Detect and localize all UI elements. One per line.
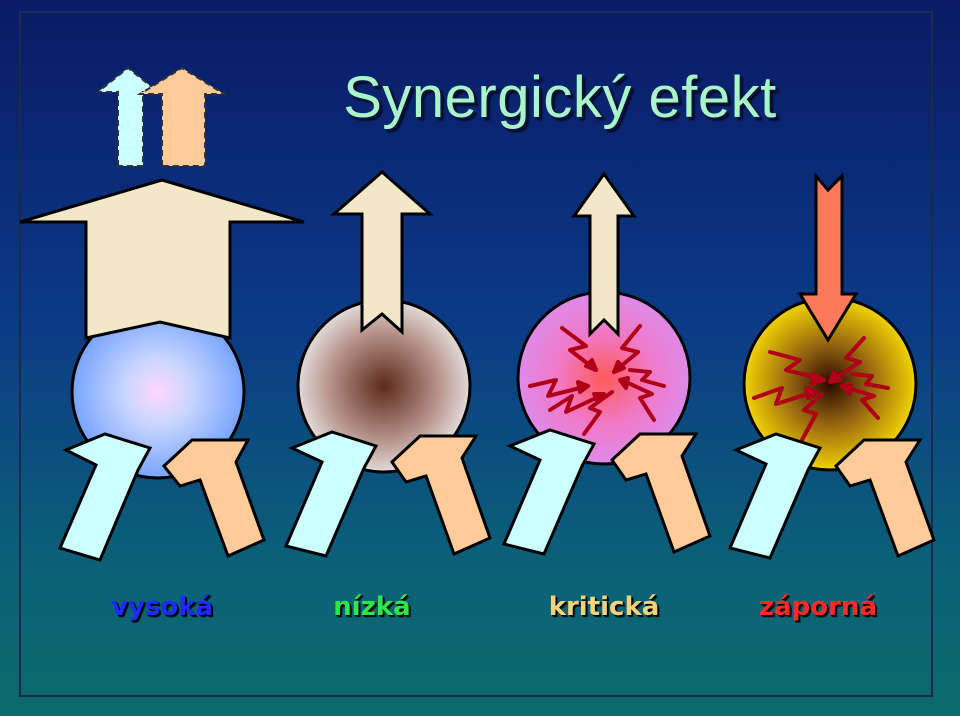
column-zaporna (727, 171, 936, 560)
input-arrow-cyan (283, 430, 379, 558)
input-arrow-orange (161, 438, 266, 559)
zigzag-arrows (752, 336, 890, 442)
column-kriticka (501, 171, 712, 556)
input-arrow-cyan (501, 428, 597, 556)
input-arrow-orange (390, 434, 492, 557)
output-arrow (330, 170, 434, 336)
label-vysoka: vysoká (110, 592, 214, 622)
input-arrow-orange (610, 432, 712, 555)
input-arrow-orange (834, 438, 936, 559)
slide-title: Synergický efekt (343, 65, 777, 130)
output-arrow (571, 171, 637, 338)
label-kriticka: kritická (548, 592, 660, 622)
input-arrow-cyan (727, 432, 823, 560)
input-arrow-cyan (57, 432, 153, 562)
zigzag-arrows (528, 324, 666, 436)
large-output-arrow (19, 178, 305, 340)
label-zaporna: záporná (758, 592, 878, 622)
slide-frame (19, 11, 933, 697)
small-output-arrow-orange (136, 66, 228, 167)
column-vysoka (19, 66, 305, 562)
negative-arrow-down (797, 171, 859, 343)
label-nizka: nízká (333, 592, 411, 622)
column-nizka (283, 170, 492, 558)
